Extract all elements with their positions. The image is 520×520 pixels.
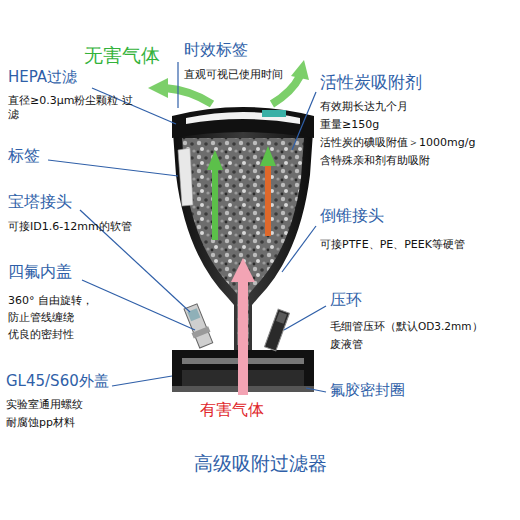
part-note: 直观可视已使用时间 [184, 68, 283, 82]
part-note: 实验室通用螺纹 [6, 398, 83, 412]
part-note: 耐腐蚀pp材料 [6, 416, 75, 430]
part-name: HEPA过滤 [8, 68, 77, 87]
part-note: 直径≥0.3μm粉尘颗粒 过滤 [8, 94, 136, 122]
gas-label: 无害气体 [84, 44, 160, 68]
part-name: 标签 [8, 146, 40, 166]
part-name: 压环 [330, 290, 362, 310]
part-name: 四氟内盖 [8, 262, 72, 282]
part-note: 360° 自由旋转， [8, 294, 93, 308]
part-note: 有效期长达九个月 [320, 100, 408, 114]
part-note: 防止管线缠绕 [8, 311, 74, 325]
part-note: 废液管 [330, 338, 363, 352]
gas-label: 有害气体 [200, 400, 264, 420]
part-note: 活性炭的碘吸附值＞1000mg/g [320, 136, 475, 150]
part-name: 时效标签 [184, 40, 248, 60]
part-note: 可接PTFE、PE、PEEK等硬管 [320, 238, 465, 252]
part-name: 氟胶密封圈 [330, 381, 405, 400]
diagram-title: 高级吸附过滤器 [194, 452, 327, 476]
part-note: 毛细管压环（默认OD3.2mm） [330, 320, 483, 333]
part-name: GL45/S60外盖 [6, 372, 109, 391]
part-name: 活性炭吸附剂 [320, 72, 422, 93]
part-name: 倒锥接头 [320, 206, 384, 226]
part-note: 优良的密封性 [8, 328, 74, 342]
part-note: 可接ID1.6-12mm的软管 [8, 220, 132, 234]
part-name: 宝塔接头 [8, 192, 72, 212]
part-note: 重量≥150g [320, 118, 379, 132]
part-note: 含特殊亲和剂有助吸附 [320, 154, 430, 168]
